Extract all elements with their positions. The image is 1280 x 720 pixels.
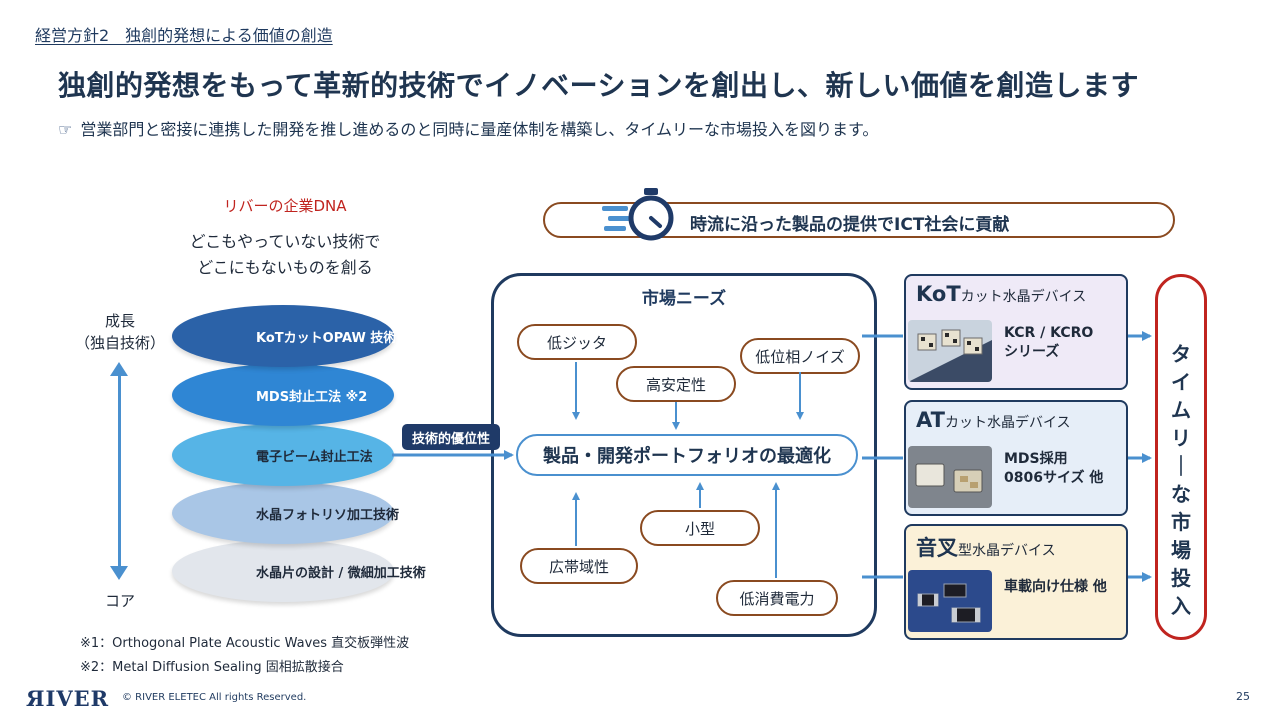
need-high-stability: 高安定性	[616, 366, 736, 402]
tech-layer-5: 水晶片の設計 / 微細加工技術	[172, 540, 426, 602]
tech-layer-2-label: MDS封止工法 ※2	[256, 389, 368, 405]
device-card-kot-title: KoTカット水晶デバイス	[916, 282, 1086, 306]
tech-advantage-badge: 技術的優位性	[402, 424, 500, 450]
dna-title: リバーの企業DNA	[223, 197, 347, 215]
device-card-kot-title-main: KoT	[916, 282, 961, 306]
axis-line	[118, 370, 121, 570]
page-number: 25	[1236, 690, 1250, 703]
at-device-photo	[908, 446, 992, 508]
device-card-at-title-rest: カット水晶デバイス	[944, 415, 1071, 431]
portfolio-optimization: 製品・開発ポートフォリオの最適化	[516, 434, 858, 476]
footnote-2: ※2：Metal Diffusion Sealing 固相拡散接合	[80, 660, 344, 675]
device-card-kot-title-rest: カット水晶デバイス	[960, 289, 1087, 305]
device-card-fork-title-rest: 型水晶デバイス	[958, 543, 1056, 559]
device-card-tuning-fork: 音叉型水晶デバイス 車載向け仕様 他	[904, 524, 1128, 640]
device-card-kot: KoTカット水晶デバイス KCR / KCRO シリーズ	[904, 274, 1128, 390]
tech-layer-1-label: KoTカットOPAW 技術 ※1	[256, 330, 423, 346]
page-headline: 独創的発想をもって革新的技術でイノベーションを創出し、新しい価値を創造します	[58, 69, 1140, 102]
stopwatch-icon	[602, 188, 674, 241]
tech-layer-3: 電子ビーム封止工法	[172, 424, 394, 486]
axis-top-label: 成長 （独自技術）	[75, 310, 165, 354]
device-card-fork-desc: 車載向け仕様 他	[1004, 579, 1107, 595]
tech-layer-2: MDS封止工法 ※2	[172, 364, 394, 426]
axis-down-arrow-icon	[110, 566, 128, 580]
need-low-power: 低消費電力	[716, 580, 838, 616]
axis-top-label-line1: 成長	[104, 312, 135, 330]
tech-layer-3-label: 電子ビーム封止工法	[256, 449, 373, 465]
need-low-phase-noise: 低位相ノイズ	[740, 338, 860, 374]
tech-layer-4-label: 水晶フォトリソ加工技術	[256, 507, 400, 523]
sub-headline-text: 営業部門と密接に連携した開発を推し進めるのと同時に量産体制を構築し、タイムリーな…	[80, 120, 879, 139]
footnote-1: ※1：Orthogonal Plate Acoustic Waves 直交板弾性…	[80, 636, 410, 651]
pointing-hand-icon: ☞	[58, 120, 73, 139]
dna-line-2: どこにもないものを創る	[197, 258, 373, 277]
dna-line-1: どこもやっていない技術で	[189, 232, 381, 251]
device-card-at-title: ATカット水晶デバイス	[916, 408, 1071, 432]
tech-layer-1: KoTカットOPAW 技術 ※1	[172, 305, 423, 367]
river-logo: ЯIVER	[26, 686, 110, 711]
timely-launch-box	[1155, 274, 1207, 640]
device-card-fork-title-main: 音叉	[916, 536, 958, 560]
need-low-jitter: 低ジッタ	[517, 324, 637, 360]
ict-banner-text: 時流に沿った製品の提供でICT社会に貢献	[690, 215, 1010, 235]
axis-up-arrow-icon	[110, 362, 128, 376]
axis-top-label-line2: （独自技術）	[75, 334, 166, 352]
timely-launch-text: タイムリ｜な市場投入	[1171, 342, 1191, 618]
tuning-fork-device-photo	[908, 570, 992, 632]
section-title: 経営方針2 独創的発想による価値の創造	[35, 26, 333, 45]
sub-headline: ☞ 営業部門と密接に連携した開発を推し進めるのと同時に量産体制を構築し、タイムリー…	[58, 116, 878, 140]
axis-bottom-label: コア	[104, 592, 135, 610]
device-card-at-desc: MDS採用 0806サイズ 他	[1004, 451, 1104, 486]
device-card-at: ATカット水晶デバイス MDS採用 0806サイズ 他	[904, 400, 1128, 516]
device-card-fork-title: 音叉型水晶デバイス	[916, 532, 1056, 562]
need-wide-bandwidth: 広帯域性	[520, 548, 638, 584]
tech-layer-4: 水晶フォトリソ加工技術	[172, 482, 399, 544]
kot-device-photo	[908, 320, 992, 382]
market-needs-title: 市場ニーズ	[641, 289, 727, 309]
tech-layer-5-label: 水晶片の設計 / 微細加工技術	[256, 565, 426, 581]
need-small-size: 小型	[640, 510, 760, 546]
device-card-kot-desc: KCR / KCRO シリーズ	[1004, 325, 1094, 360]
copyright: © RIVER ELETEC All rights Reserved.	[122, 692, 307, 703]
device-card-at-title-main: AT	[916, 408, 945, 432]
